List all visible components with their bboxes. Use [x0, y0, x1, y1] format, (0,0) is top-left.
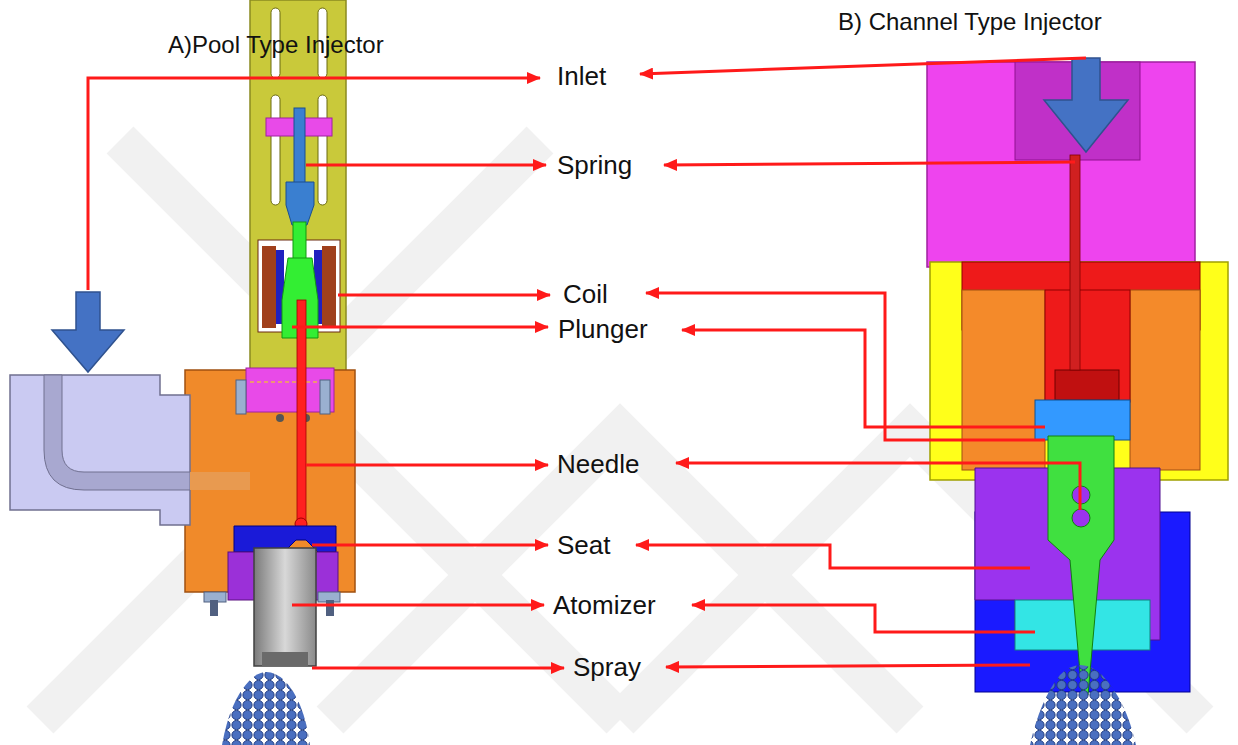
part-label: Spray — [573, 653, 641, 682]
part-label: Spring — [557, 151, 632, 180]
part-label: Coil — [563, 280, 608, 309]
part-label: Needle — [557, 450, 639, 479]
part-label: Atomizer — [553, 591, 656, 620]
part-label: Seat — [557, 531, 611, 560]
leader-lines — [88, 58, 1086, 668]
panel-title: A)Pool Type Injector — [168, 32, 384, 58]
part-label: Plunger — [558, 315, 648, 344]
pool-injector — [10, 0, 355, 745]
channel-injector — [927, 58, 1228, 745]
part-label: Inlet — [557, 62, 606, 91]
panel-title: B) Channel Type Injector — [838, 9, 1102, 35]
